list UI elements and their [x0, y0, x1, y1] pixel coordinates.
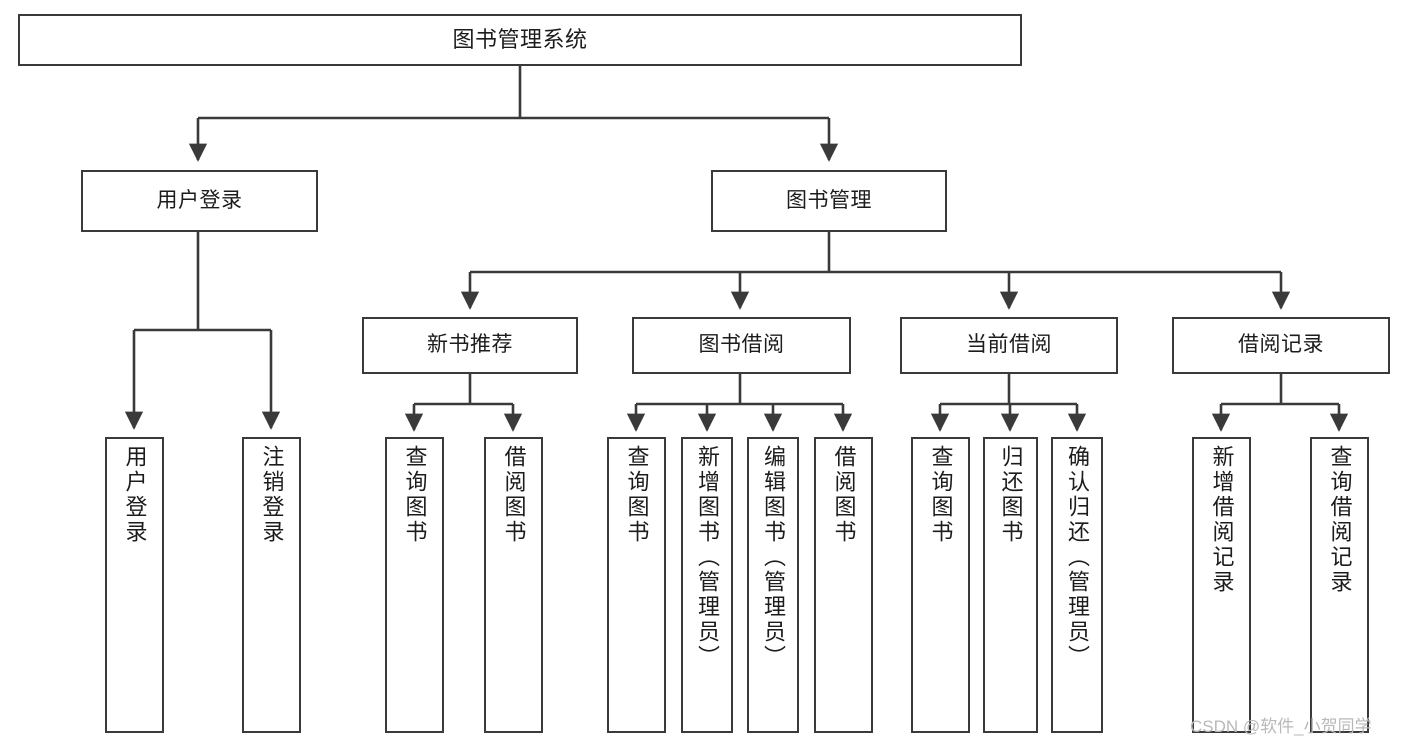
node-book-management[interactable]: 图书管理	[711, 170, 947, 232]
node-leaf-confirm-return-label: 确认归还（管理员）	[1065, 445, 1090, 670]
node-leaf-query-record-label: 查询借阅记录	[1327, 445, 1353, 595]
node-leaf-borrow-book-2-label: 借阅图书	[831, 445, 857, 545]
node-leaf-borrow-book-2[interactable]: 借阅图书	[814, 437, 873, 733]
edge-group-book-management	[460, 232, 1291, 310]
node-leaf-confirm-return[interactable]: 确认归还（管理员）	[1051, 437, 1103, 733]
node-leaf-add-book[interactable]: 新增图书（管理员）	[681, 437, 733, 733]
node-leaf-return-book-label: 归还图书	[998, 445, 1024, 545]
node-leaf-add-record-label: 新增借阅记录	[1209, 445, 1235, 595]
edge-group-borrow-record	[1211, 374, 1349, 432]
node-leaf-query-record[interactable]: 查询借阅记录	[1310, 437, 1369, 733]
edge-group-new-book-recommend	[404, 374, 523, 432]
node-new-book-recommend-label: 新书推荐	[427, 333, 513, 357]
node-leaf-add-book-label: 新增图书（管理员）	[695, 445, 720, 670]
node-leaf-query-book-2[interactable]: 查询图书	[607, 437, 666, 733]
edge-group-user-login	[124, 232, 281, 430]
node-borrow-record-label: 借阅记录	[1238, 333, 1324, 357]
node-current-borrow[interactable]: 当前借阅	[900, 317, 1118, 374]
node-leaf-query-book-2-label: 查询图书	[624, 445, 650, 545]
node-borrow-record[interactable]: 借阅记录	[1172, 317, 1390, 374]
node-leaf-return-book[interactable]: 归还图书	[983, 437, 1038, 733]
node-leaf-borrow-book-1-label: 借阅图书	[501, 445, 527, 545]
node-root-label: 图书管理系统	[452, 27, 588, 53]
node-user-login[interactable]: 用户登录	[81, 170, 318, 232]
node-leaf-query-book-3[interactable]: 查询图书	[911, 437, 970, 733]
node-leaf-user-login-label: 用户登录	[122, 445, 148, 545]
node-leaf-borrow-book-1[interactable]: 借阅图书	[484, 437, 543, 733]
node-book-borrow-label: 图书借阅	[698, 333, 785, 357]
node-leaf-edit-book-label: 编辑图书（管理员）	[761, 445, 786, 670]
edge-group-book-borrow	[626, 374, 853, 432]
node-leaf-user-login[interactable]: 用户登录	[105, 437, 164, 733]
node-leaf-query-book-1-label: 查询图书	[402, 445, 428, 545]
node-leaf-query-book-3-label: 查询图书	[928, 445, 954, 545]
node-user-login-label: 用户登录	[156, 188, 243, 212]
node-root[interactable]: 图书管理系统	[18, 14, 1022, 66]
edge-group-root	[188, 66, 839, 162]
node-book-management-label: 图书管理	[786, 188, 872, 212]
node-new-book-recommend[interactable]: 新书推荐	[362, 317, 578, 374]
node-leaf-add-record[interactable]: 新增借阅记录	[1192, 437, 1251, 733]
node-leaf-query-book-1[interactable]: 查询图书	[385, 437, 444, 733]
node-leaf-edit-book[interactable]: 编辑图书（管理员）	[747, 437, 799, 733]
node-leaf-logout-label: 注销登录	[259, 445, 285, 545]
node-leaf-logout[interactable]: 注销登录	[242, 437, 301, 733]
watermark-text: CSDN @软件_小贺同学	[1190, 717, 1372, 736]
node-book-borrow[interactable]: 图书借阅	[632, 317, 851, 374]
edge-group-current-borrow	[930, 374, 1087, 432]
node-current-borrow-label: 当前借阅	[966, 333, 1052, 357]
